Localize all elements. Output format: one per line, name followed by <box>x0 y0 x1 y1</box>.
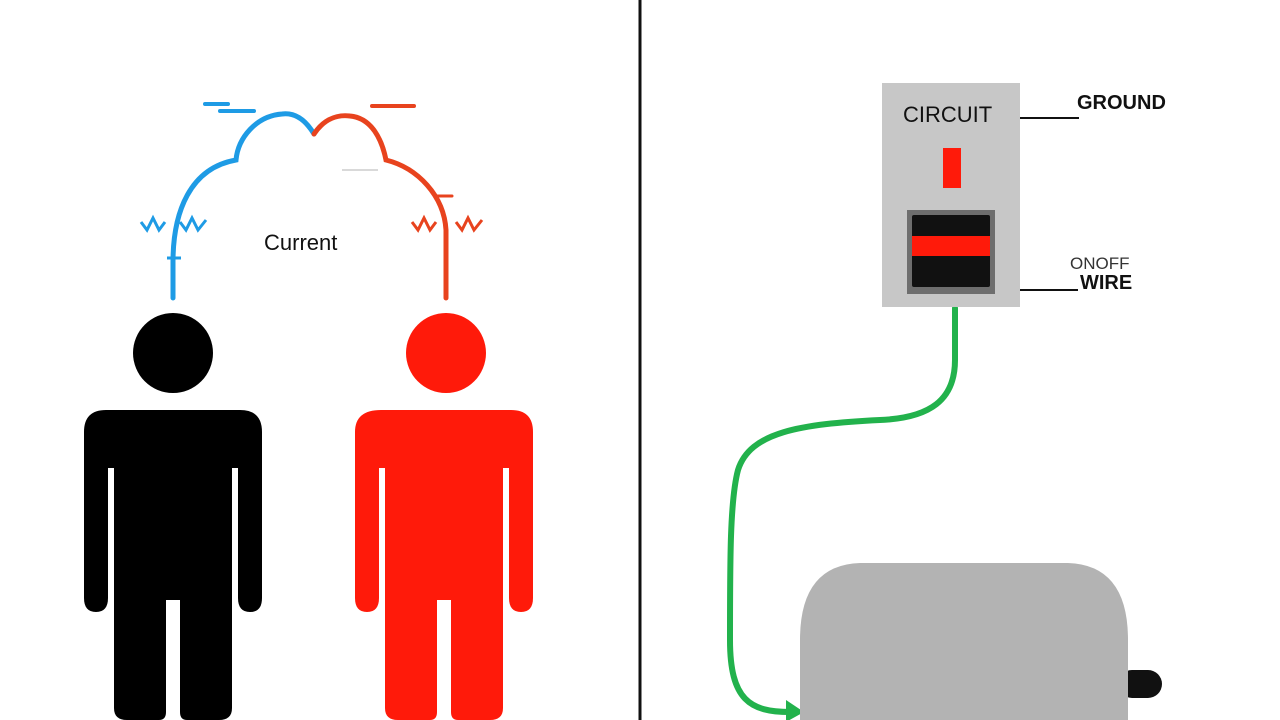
person-icon <box>84 313 262 720</box>
appliance-body <box>800 563 1128 720</box>
breaker-box: CIRCUIT <box>882 83 1020 307</box>
ground-wire-arrow <box>786 700 804 720</box>
current-wave-blue-right <box>178 214 208 233</box>
breaker-switch-icon <box>907 210 995 294</box>
right-panel: CIRCUIT GROUND ONOFF WIRE <box>726 83 1166 720</box>
person-head <box>133 313 213 393</box>
ground-wire <box>726 305 958 715</box>
appliance-plug <box>1118 670 1162 698</box>
circuit-label: CIRCUIT <box>903 102 992 127</box>
person-icon <box>355 313 533 720</box>
switch-label: ONOFF <box>1070 254 1130 273</box>
current-wave-red-left <box>410 214 438 233</box>
appliance-icon <box>800 563 1162 720</box>
current-wave-blue-left <box>139 214 167 233</box>
ground-label: GROUND <box>1077 92 1166 114</box>
breaker-switch-bar <box>912 236 990 256</box>
current-label: Current <box>264 230 337 255</box>
left-panel: Current <box>84 102 533 720</box>
person-head <box>406 313 486 393</box>
current-path-red <box>311 104 484 301</box>
wire-label: WIRE <box>1080 272 1132 294</box>
current-path-blue <box>139 102 317 301</box>
current-arc-blue <box>170 111 317 301</box>
current-wave-red-right <box>454 214 484 233</box>
person-body <box>84 410 262 720</box>
breaker-indicator <box>943 148 961 188</box>
current-arc-red <box>311 113 449 301</box>
person-body <box>355 410 533 720</box>
